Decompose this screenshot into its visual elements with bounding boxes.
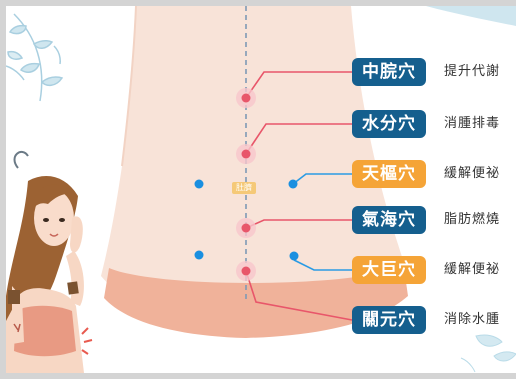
diagram-frame: 肚臍 中脘穴 提升代謝 水分穴 消腫排毒 天樞穴 緩解便祕 氣海穴 脂肪燃燒 大… (6, 6, 516, 373)
navel-label: 肚臍 (232, 182, 256, 194)
point-tianshu-left (194, 179, 204, 189)
girl-illustration (6, 150, 93, 373)
point-daju-left (194, 250, 204, 260)
red-points (236, 88, 256, 281)
blue-points (194, 179, 299, 261)
acupoint-badge: 關元穴 (352, 306, 426, 334)
acupoint-badge: 天樞穴 (352, 160, 426, 188)
acupoint-effect: 緩解便祕 (444, 262, 501, 277)
corner-accent-icon (426, 6, 516, 26)
acupoint-effect: 消除水腫 (444, 312, 501, 327)
acupoint-badge: 氣海穴 (352, 206, 426, 234)
acupoint-effect: 緩解便祕 (444, 166, 501, 181)
leaf-decoration-bottom-icon (460, 334, 516, 373)
torso (101, 6, 406, 326)
acupoint-badge: 中脘穴 (352, 58, 426, 86)
acupoint-badge: 大巨穴 (352, 256, 426, 284)
acupoint-effect: 脂肪燃燒 (444, 212, 501, 227)
acupoint-effect: 提升代謝 (444, 64, 501, 79)
briefs (104, 268, 408, 338)
point-daju-right (289, 251, 299, 261)
abdomen-illustration (6, 6, 516, 373)
point-tianshu-right (288, 179, 298, 189)
acupoint-effect: 消腫排毒 (444, 116, 501, 131)
leaf-decoration-icon (6, 13, 64, 102)
acupoint-badge: 水分穴 (352, 110, 426, 138)
connector-lines (245, 71, 353, 321)
